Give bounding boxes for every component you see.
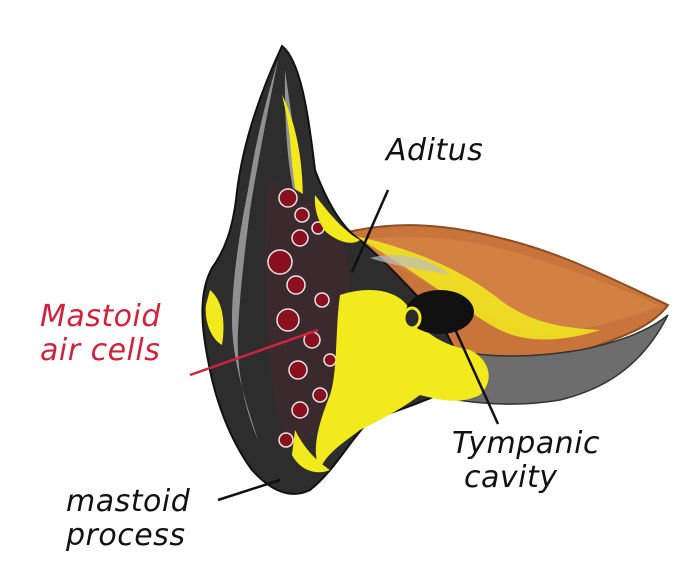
aditus-label: Aditus bbox=[386, 134, 483, 168]
mastoid-air-cells-line1: Mastoid bbox=[40, 299, 161, 334]
mastoid-process-line2: process bbox=[66, 518, 186, 553]
tympanic-cavity-shape bbox=[406, 290, 474, 334]
mastoid-process-label: mastoid process bbox=[66, 485, 190, 553]
tympanic-cavity-line1: Tympanic bbox=[452, 426, 600, 461]
mastoid-air-cells-leader-line bbox=[189, 328, 319, 377]
mastoid-air-cells-line2: air cells bbox=[40, 333, 161, 368]
tympanic-cavity-label: Tympanic cavity bbox=[452, 427, 600, 495]
air-cells bbox=[267, 188, 337, 448]
antrum-yellow bbox=[315, 290, 489, 470]
squama-gray bbox=[232, 60, 278, 440]
aditus-opening bbox=[402, 306, 422, 330]
aditus-leader-line bbox=[350, 189, 390, 273]
mastoid-air-cells-label: Mastoid air cells bbox=[40, 300, 161, 368]
cortex-yellow-tip bbox=[205, 290, 224, 345]
tympanic-cavity-line2: cavity bbox=[464, 460, 558, 495]
mastoid-tip-yellow bbox=[292, 430, 330, 473]
mastoid-process-line1: mastoid bbox=[66, 484, 191, 519]
air-cell-region bbox=[264, 180, 351, 450]
tegmen-yellow bbox=[314, 195, 360, 243]
cortex-yellow-left bbox=[282, 95, 303, 220]
mastoid-process-leader-line bbox=[217, 478, 281, 502]
gray-sheen bbox=[370, 254, 450, 275]
tympanic-cavity-leader-line bbox=[448, 317, 500, 425]
aditus-label-text: Aditus bbox=[386, 133, 484, 168]
